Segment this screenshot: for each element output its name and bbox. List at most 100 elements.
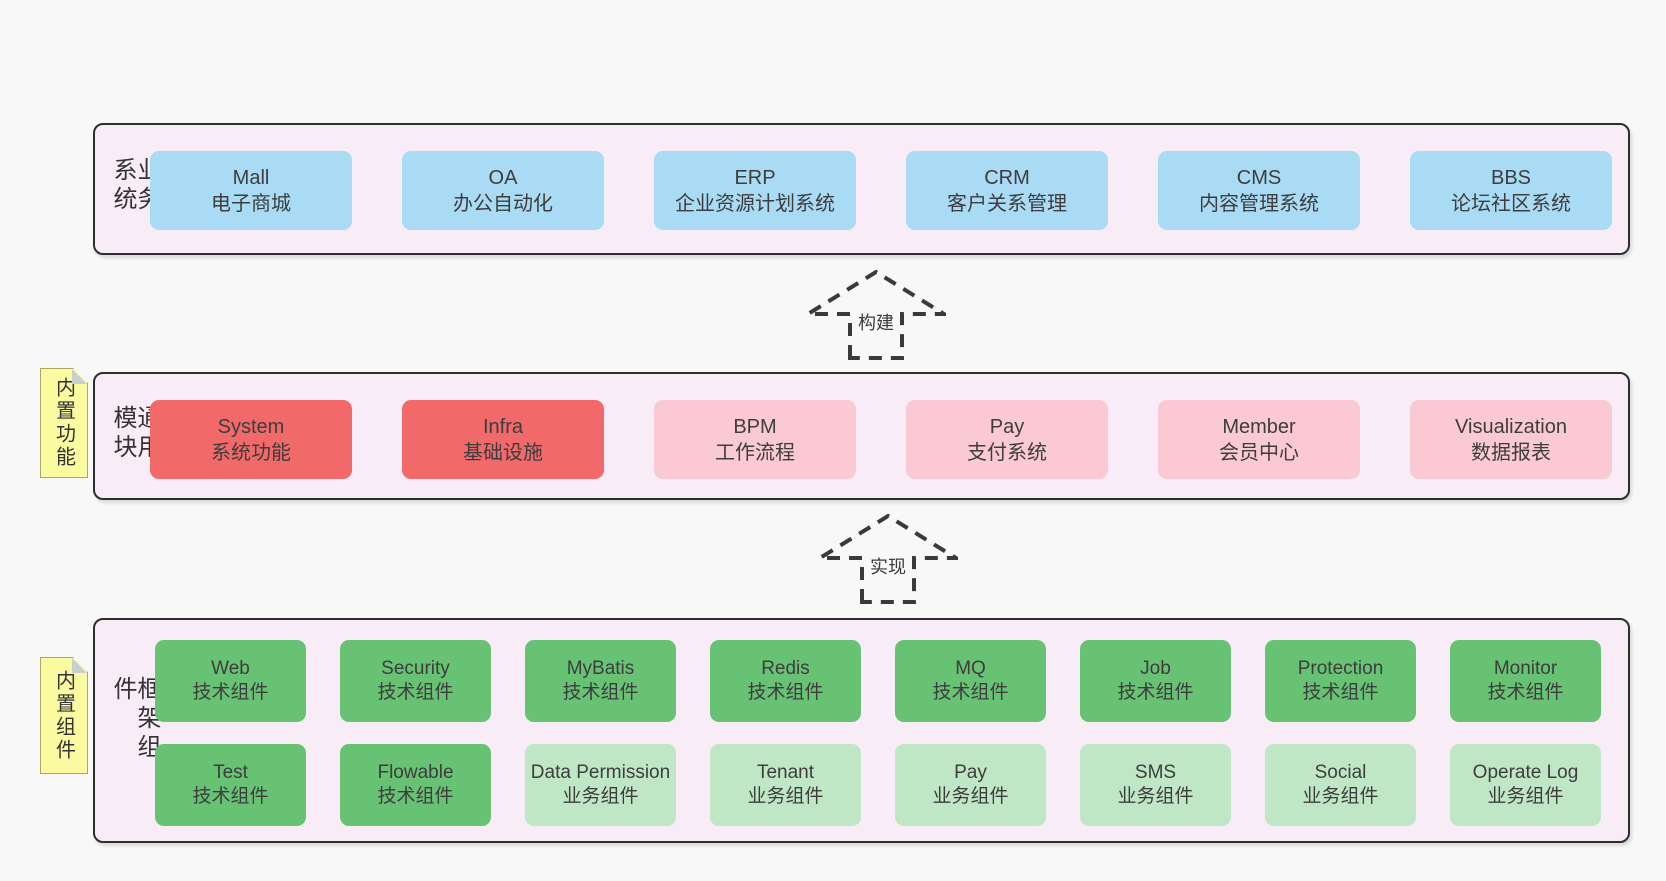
- box-web: Web 技术组件: [155, 640, 306, 722]
- box-title: Member: [1222, 415, 1296, 438]
- box-subtitle: 技术组件: [377, 682, 454, 703]
- box-title: Pay: [989, 415, 1025, 438]
- box-subtitle: 业务组件: [1117, 786, 1194, 807]
- band-row: Web 技术组件 Security 技术组件 MyBatis 技术组件 Redi…: [155, 640, 1601, 722]
- box-subtitle: 技术组件: [932, 682, 1009, 703]
- box-subtitle: 工作流程: [715, 441, 795, 464]
- band-common-modules: 通用模块 System 系统功能 Infra 基础设施 BPM 工作流程 Pay…: [93, 372, 1630, 500]
- box-subtitle: 业务组件: [562, 786, 639, 807]
- box-infra: Infra 基础设施: [402, 400, 604, 479]
- folded-corner-icon: [72, 369, 87, 384]
- block-arrow-up-icon: [818, 513, 958, 604]
- box-subtitle: 办公自动化: [453, 192, 553, 215]
- box-social: Social 业务组件: [1265, 744, 1416, 826]
- box-subtitle: 电子商城: [211, 192, 291, 215]
- box-operate-log: Operate Log 业务组件: [1450, 744, 1601, 826]
- box-title: Security: [381, 658, 450, 680]
- box-title: Web: [211, 658, 250, 680]
- box-mybatis: MyBatis 技术组件: [525, 640, 676, 722]
- box-title: Test: [213, 762, 248, 784]
- band-business-systems: 业务系统 Mall 电子商城 OA 办公自动化 ERP 企业资源计划系统 CRM…: [93, 123, 1630, 255]
- arrow-build-label: 构建: [855, 309, 897, 335]
- box-subtitle: 技术组件: [747, 682, 824, 703]
- arrow-implement-label: 实现: [867, 553, 909, 579]
- box-title: BPM: [733, 415, 777, 438]
- box-title: OA: [488, 166, 518, 189]
- box-title: Protection: [1297, 658, 1384, 680]
- box-title: Infra: [482, 415, 524, 438]
- box-pay: Pay 支付系统: [906, 400, 1108, 479]
- box-security: Security 技术组件: [340, 640, 491, 722]
- box-subtitle: 企业资源计划系统: [675, 192, 835, 215]
- box-title: MyBatis: [566, 658, 635, 680]
- band-label-framework-components: 框架组件: [109, 675, 160, 763]
- box-subtitle: 数据报表: [1471, 441, 1551, 464]
- box-title: Flowable: [377, 762, 454, 784]
- box-title: CMS: [1236, 166, 1282, 189]
- band-row: Mall 电子商城 OA 办公自动化 ERP 企业资源计划系统 CRM 客户关系…: [150, 151, 1612, 230]
- box-pay-biz: Pay 业务组件: [895, 744, 1046, 826]
- box-flowable: Flowable 技术组件: [340, 744, 491, 826]
- box-title: Visualization: [1455, 415, 1567, 438]
- box-title: Social: [1314, 762, 1367, 784]
- box-subtitle: 支付系统: [967, 441, 1047, 464]
- band-framework-components: 框架组件 Web 技术组件 Security 技术组件 MyBatis 技术组件…: [93, 618, 1630, 843]
- box-subtitle: 系统功能: [211, 441, 291, 464]
- box-bpm: BPM 工作流程: [654, 400, 856, 479]
- box-subtitle: 技术组件: [192, 682, 269, 703]
- box-visualization: Visualization 数据报表: [1410, 400, 1612, 479]
- box-title: Tenant: [756, 762, 815, 784]
- box-title: Operate Log: [1472, 762, 1579, 784]
- box-subtitle: 会员中心: [1219, 441, 1299, 464]
- box-job: Job 技术组件: [1080, 640, 1231, 722]
- box-mall: Mall 电子商城: [150, 151, 352, 230]
- box-data-permission: Data Permission 业务组件: [525, 744, 676, 826]
- box-bbs: BBS 论坛社区系统: [1410, 151, 1612, 230]
- box-sms: SMS 业务组件: [1080, 744, 1231, 826]
- box-member: Member 会员中心: [1158, 400, 1360, 479]
- box-redis: Redis 技术组件: [710, 640, 861, 722]
- box-title: Job: [1140, 658, 1171, 680]
- box-subtitle: 技术组件: [377, 786, 454, 807]
- box-title: SMS: [1134, 762, 1177, 784]
- box-title: BBS: [1490, 166, 1532, 189]
- box-crm: CRM 客户关系管理: [906, 151, 1108, 230]
- box-erp: ERP 企业资源计划系统: [654, 151, 856, 230]
- box-protection: Protection 技术组件: [1265, 640, 1416, 722]
- box-subtitle: 内容管理系统: [1199, 192, 1319, 215]
- box-title: Mall: [232, 166, 270, 189]
- band-row: Test 技术组件 Flowable 技术组件 Data Permission …: [155, 744, 1601, 826]
- box-tenant: Tenant 业务组件: [710, 744, 861, 826]
- box-title: Redis: [761, 658, 810, 680]
- box-title: CRM: [984, 166, 1030, 189]
- box-oa: OA 办公自动化: [402, 151, 604, 230]
- folded-corner-icon: [72, 658, 87, 673]
- box-subtitle: 业务组件: [1302, 786, 1379, 807]
- block-arrow-up-icon: [806, 269, 946, 360]
- box-subtitle: 业务组件: [1487, 786, 1564, 807]
- box-subtitle: 技术组件: [1487, 682, 1564, 703]
- box-mq: MQ 技术组件: [895, 640, 1046, 722]
- box-subtitle: 基础设施: [463, 441, 543, 464]
- sticky-label: 内置组件: [52, 669, 75, 762]
- box-subtitle: 技术组件: [192, 786, 269, 807]
- box-cms: CMS 内容管理系统: [1158, 151, 1360, 230]
- box-title: Data Permission: [530, 762, 671, 784]
- box-system: System 系统功能: [150, 400, 352, 479]
- box-subtitle: 技术组件: [1302, 682, 1379, 703]
- box-subtitle: 技术组件: [562, 682, 639, 703]
- sticky-note-built-in-components: 内置组件: [40, 657, 88, 774]
- arrow-build: 构建: [806, 268, 946, 360]
- box-title: Pay: [954, 762, 987, 784]
- box-title: MQ: [955, 658, 986, 680]
- box-subtitle: 技术组件: [1117, 682, 1194, 703]
- box-subtitle: 业务组件: [747, 786, 824, 807]
- box-test: Test 技术组件: [155, 744, 306, 826]
- box-subtitle: 业务组件: [932, 786, 1009, 807]
- box-subtitle: 论坛社区系统: [1451, 192, 1571, 215]
- sticky-note-built-in-features: 内置功能: [40, 368, 88, 478]
- sticky-label: 内置功能: [52, 377, 75, 469]
- box-title: System: [217, 415, 285, 438]
- box-title: ERP: [734, 166, 776, 189]
